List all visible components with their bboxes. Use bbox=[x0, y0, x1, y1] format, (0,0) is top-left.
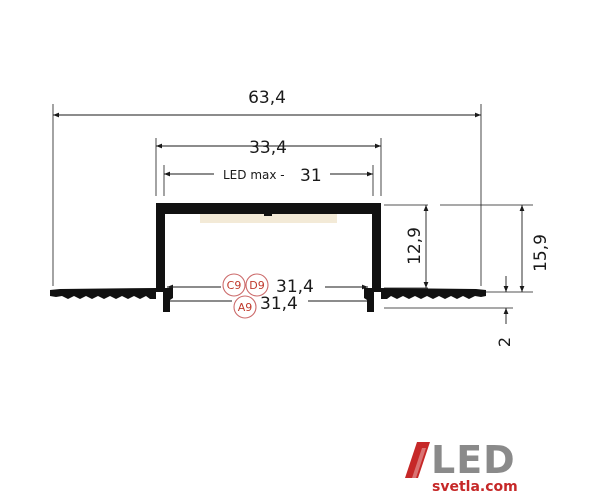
badge-c9: C9 bbox=[227, 279, 242, 292]
logo-main: LED bbox=[431, 438, 516, 482]
overall-width-label: 63,4 bbox=[248, 88, 286, 108]
badge-a9-ring bbox=[233, 295, 257, 319]
ledsvetla-logo: LED svetla.com bbox=[405, 438, 518, 495]
cover-width-bottom-label: 31,4 bbox=[260, 294, 298, 314]
flange-thickness-label: 2 bbox=[495, 337, 514, 347]
led-max-label: LED max - bbox=[223, 168, 285, 182]
logo-lamp-icon bbox=[405, 442, 430, 478]
cover-width-top-label: 31,4 bbox=[276, 277, 314, 297]
badge-c9-ring bbox=[222, 273, 246, 297]
aluminium-profile bbox=[50, 203, 486, 312]
badge-d9: D9 bbox=[249, 279, 264, 292]
cover-badges: C9 D9 A9 bbox=[222, 273, 269, 319]
dimension-lines bbox=[53, 112, 525, 324]
badge-d9-ring bbox=[245, 273, 269, 297]
logo-sub: svetla.com bbox=[432, 479, 518, 495]
total-height-label: 15,9 bbox=[531, 234, 551, 272]
badge-a9: A9 bbox=[238, 301, 253, 314]
inner-width-label: 33,4 bbox=[249, 138, 287, 158]
led-max-value: 31 bbox=[300, 166, 322, 186]
inner-height-label: 12,9 bbox=[405, 227, 425, 265]
led-strip bbox=[200, 214, 337, 223]
